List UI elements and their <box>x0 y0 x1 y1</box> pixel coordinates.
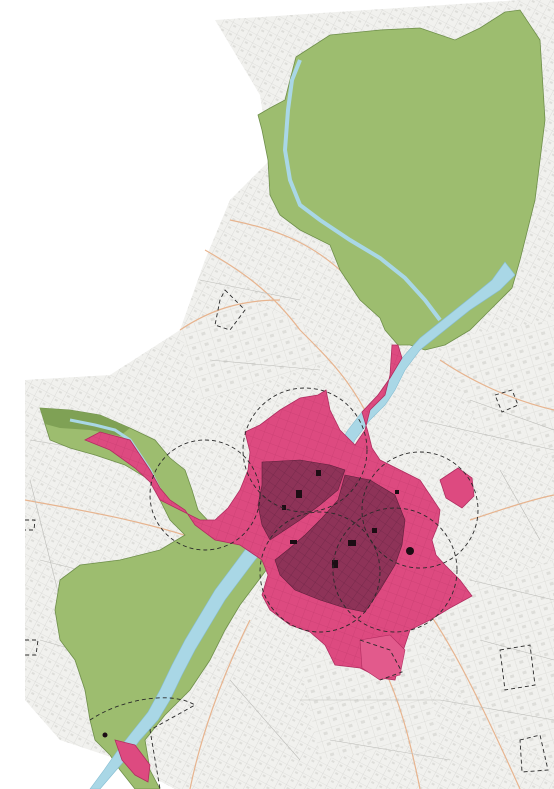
pink-zone-southern-lobe <box>359 634 406 681</box>
dashed-boundaries-layer <box>25 289 549 789</box>
landmark-markers <box>102 470 414 738</box>
historic-core-west <box>257 459 346 541</box>
buffer-circle-west <box>149 439 261 551</box>
river-meander-north <box>282 59 442 322</box>
buffer-circle-south <box>259 511 381 633</box>
buffer-circle-east <box>361 451 479 569</box>
boundary-south-center <box>359 639 403 681</box>
buffer-circle-south-east <box>332 507 458 633</box>
pink-zone-south-west-patch <box>114 739 151 783</box>
boundary-east-small-1 <box>494 389 519 413</box>
boundary-east-small-3 <box>519 734 549 773</box>
historic-core-layer <box>102 459 414 738</box>
green-zone-west-strip <box>39 407 271 789</box>
historic-core-east <box>274 474 406 613</box>
boundary-west-small-2 <box>25 519 36 531</box>
boundary-west-edge <box>214 289 246 331</box>
boundary-east-small-2 <box>499 644 536 691</box>
pink-zone-east-patch <box>439 467 475 509</box>
urban-fabric-area-dense <box>180 300 554 760</box>
buffer-circles-layer <box>149 387 479 633</box>
boundary-south-west <box>89 697 196 789</box>
buffer-circle-north <box>242 387 368 513</box>
